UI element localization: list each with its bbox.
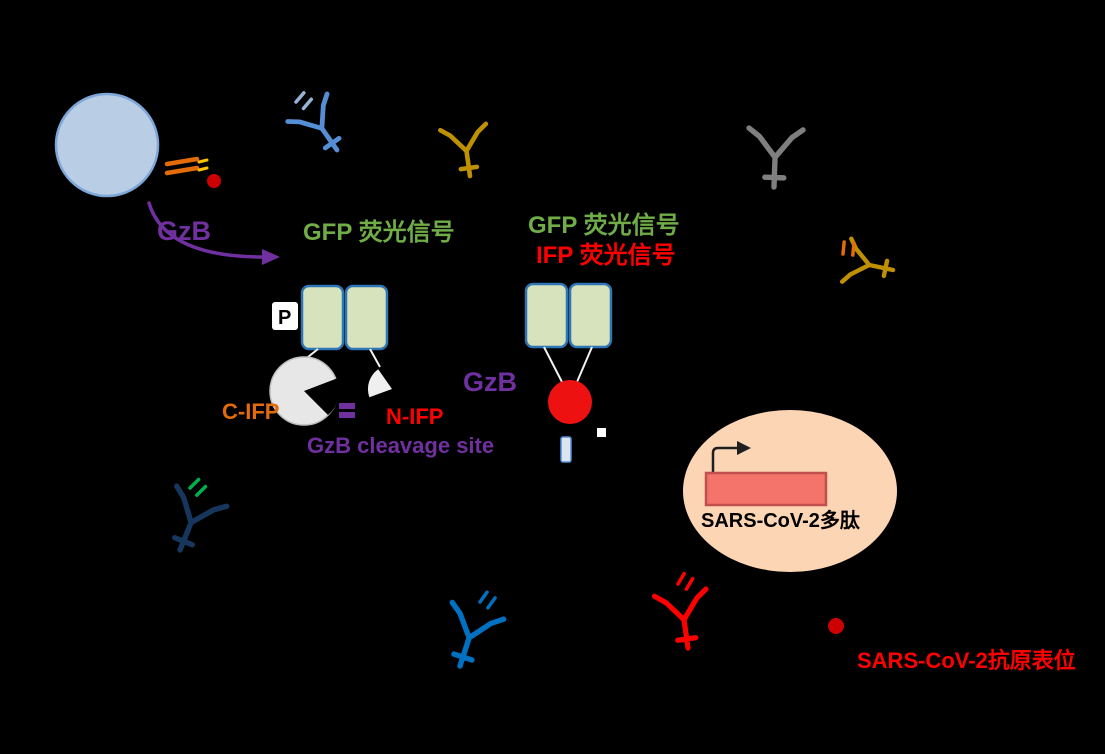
gzb-label-right: GzB bbox=[463, 367, 517, 397]
gzb-cleavage-site-label: GzB cleavage site bbox=[307, 433, 494, 458]
cleaved-fragment-white bbox=[597, 428, 606, 437]
gzb-release-arrow-icon bbox=[147, 201, 280, 265]
gfp-construct-left: P bbox=[272, 284, 389, 368]
cleavage-linker-icon bbox=[339, 403, 355, 418]
epitope-dot-icon bbox=[207, 174, 221, 188]
gzb-label-left: GzB bbox=[157, 216, 211, 246]
gfp-construct-right bbox=[524, 282, 613, 463]
c-ifp-label: C-IFP bbox=[222, 399, 279, 424]
cell-icon bbox=[54, 92, 160, 198]
mhc-peptide-complex bbox=[164, 156, 221, 188]
gzb-protein-icon bbox=[548, 380, 592, 424]
sars-insert-rect bbox=[704, 471, 828, 507]
gfp-domain-right-b bbox=[568, 282, 613, 349]
split-ifp-group bbox=[269, 356, 392, 426]
gfp-domain-right-a bbox=[524, 282, 569, 349]
gfp-signal-label-left: GFP 荧光信号 bbox=[303, 218, 455, 246]
c-ifp-mouth bbox=[304, 378, 340, 415]
gfp-domain-left-a bbox=[300, 284, 345, 351]
n-ifp-label: N-IFP bbox=[386, 404, 443, 429]
sars-polypeptide-label: SARS-CoV-2多肽 bbox=[701, 508, 861, 532]
tether-lines-right bbox=[543, 346, 593, 383]
promoter-p-badge bbox=[272, 302, 298, 330]
cleaved-fragment-blue bbox=[560, 436, 572, 463]
gfp-domain-left-b bbox=[344, 284, 389, 351]
gfp-signal-label-right: GFP 荧光信号 bbox=[528, 211, 680, 239]
mhc-lines-icon bbox=[164, 156, 200, 176]
n-ifp-icon bbox=[367, 369, 392, 398]
promoter-arrow-icon bbox=[711, 441, 751, 480]
promoter-p-label: P bbox=[278, 307, 291, 329]
epitope-dot-large-icon bbox=[828, 618, 844, 634]
ifp-signal-label: IFP 荧光信号 bbox=[536, 241, 676, 269]
peptide-dash-icon bbox=[197, 158, 209, 172]
apc-cell-group: SARS-CoV-2多肽 bbox=[683, 410, 897, 572]
sars-epitope-label: SARS-CoV-2抗原表位 bbox=[857, 648, 1076, 673]
